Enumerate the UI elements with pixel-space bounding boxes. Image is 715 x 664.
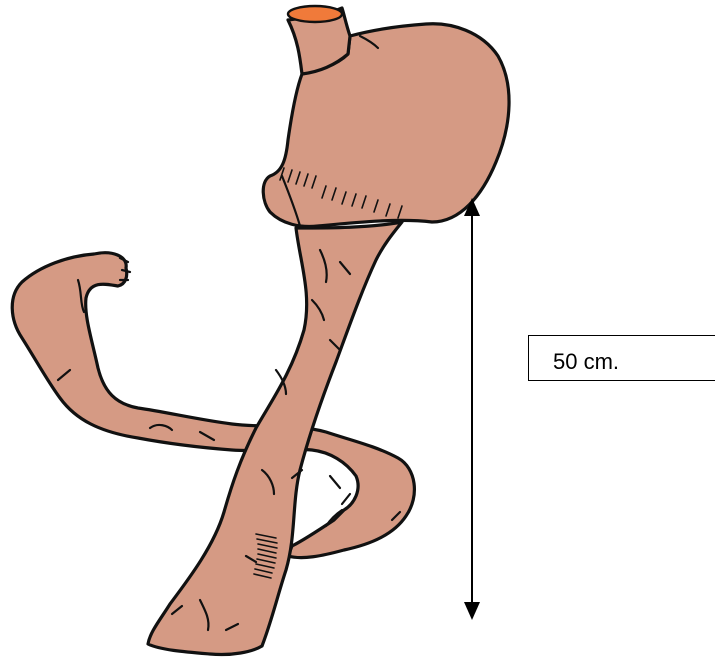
arrow-head-bottom xyxy=(464,602,480,620)
esophagus-opening xyxy=(288,6,342,22)
measurement-box: 50 cm. xyxy=(528,335,715,381)
gastric-pouch xyxy=(263,6,509,226)
measurement-label: 50 cm. xyxy=(553,351,619,373)
double-headed-vertical-arrow xyxy=(464,198,480,620)
